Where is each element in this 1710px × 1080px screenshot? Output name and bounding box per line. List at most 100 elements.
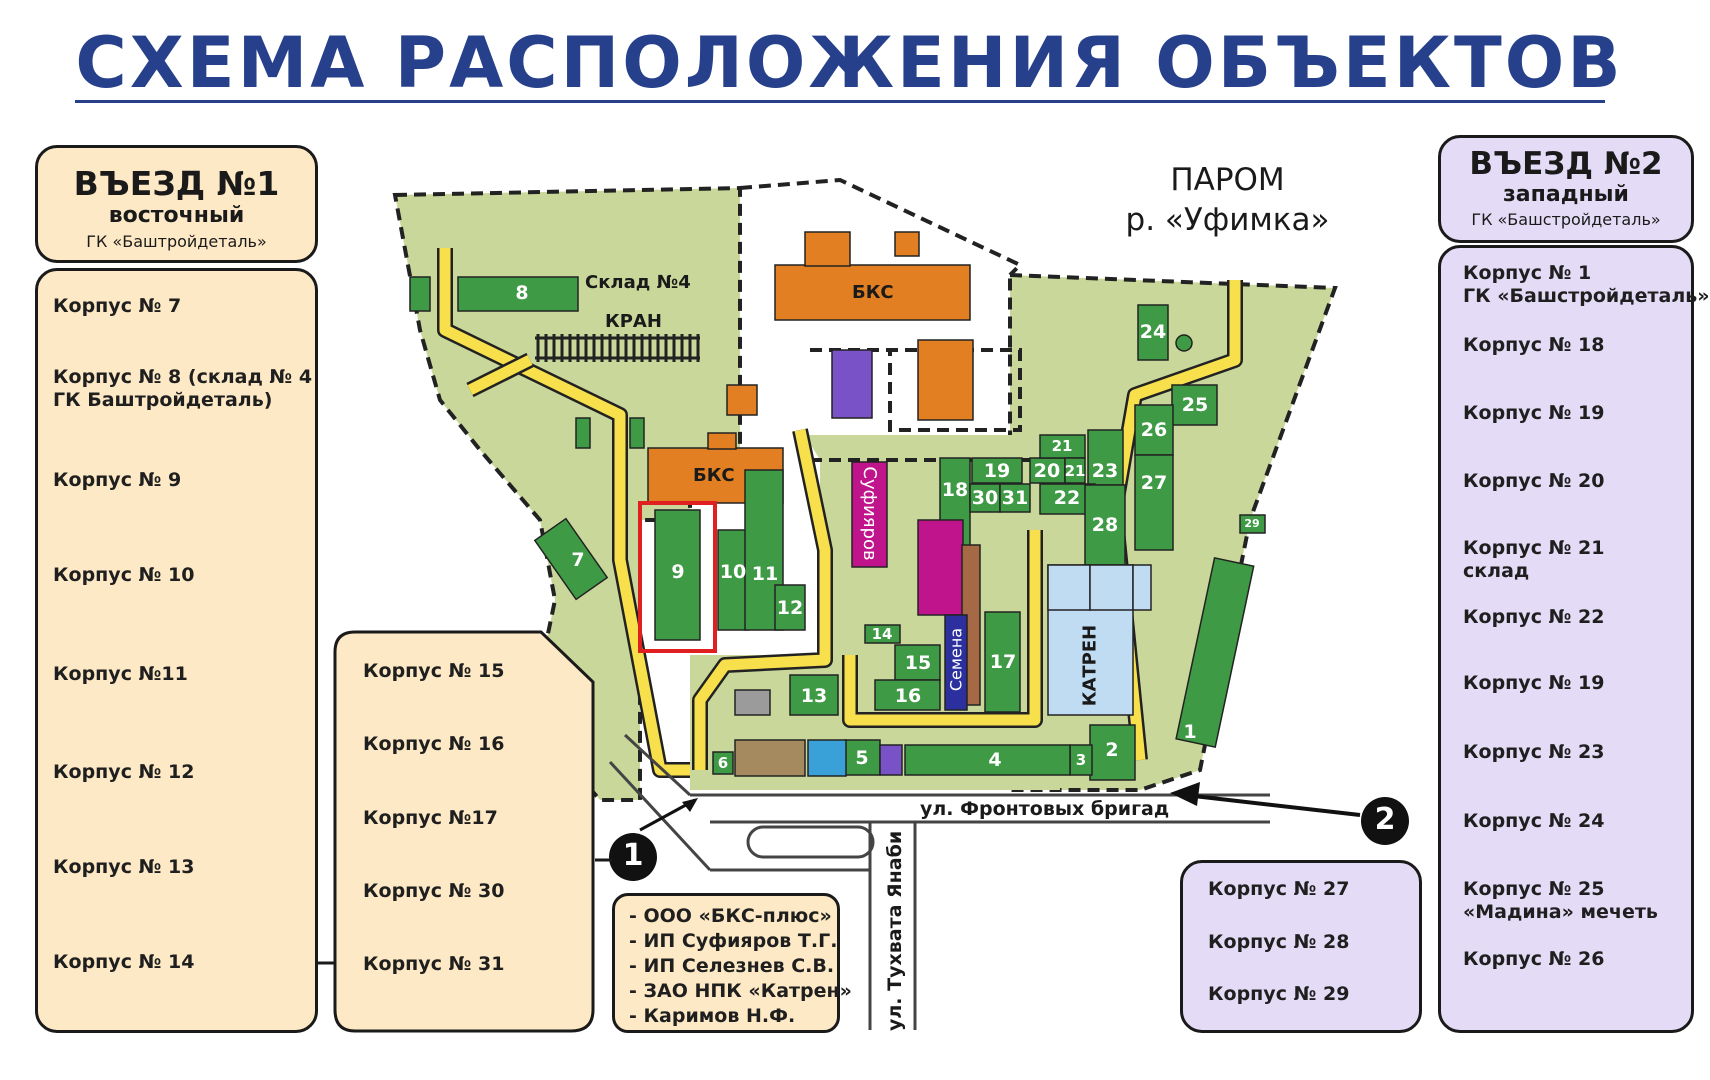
building-list-item[interactable]: Корпус № 24 xyxy=(1463,810,1605,832)
building-list-item[interactable]: Корпус № 9 xyxy=(53,469,182,491)
building-label-26[interactable]: 26 xyxy=(1140,418,1168,441)
building-list-item[interactable]: Корпус №11 xyxy=(53,663,188,685)
building-label-6[interactable]: 6 xyxy=(717,753,729,772)
building-label-2[interactable]: 2 xyxy=(1105,738,1119,761)
building-label-17[interactable]: 17 xyxy=(989,650,1017,673)
entrance-1-list: Корпус № 7 Корпус № 8 (склад № 4 ГК Баштр… xyxy=(35,268,318,1033)
building-label-20[interactable]: 20 xyxy=(1033,459,1061,482)
building-list-item[interactable]: Корпус № 28 xyxy=(1208,931,1350,953)
page-title: СХЕМА РАСПОЛОЖЕНИЯ ОБЪЕКТОВ xyxy=(75,22,1624,104)
building-label-5[interactable]: 5 xyxy=(855,746,869,769)
semena-block xyxy=(944,614,968,711)
building-list-item[interactable]: Корпус № 20 xyxy=(1463,470,1605,492)
katren-top-3 xyxy=(1132,564,1152,611)
organization-item[interactable]: - ЗАО НПК «Катрен» xyxy=(629,980,852,1002)
building-label-22[interactable]: 22 xyxy=(1053,486,1081,509)
arrow-entry-2-head xyxy=(1170,782,1200,806)
map-label-bks-north: БКС xyxy=(852,282,894,303)
building-list-item[interactable]: Корпус № 10 xyxy=(53,564,195,586)
building-label-27[interactable]: 27 xyxy=(1140,471,1168,494)
building-label-30[interactable]: 30 xyxy=(971,486,999,509)
building-17 xyxy=(984,611,1021,713)
building-list-item[interactable]: Корпус № 25 «Мадина» мечеть xyxy=(1463,878,1658,923)
building-label-12[interactable]: 12 xyxy=(776,596,804,619)
building-list-item[interactable]: Корпус № 16 xyxy=(363,733,505,755)
building-15 xyxy=(894,644,941,681)
marker-entry-1-label[interactable]: 1 xyxy=(622,838,644,873)
building-label-25[interactable]: 25 xyxy=(1181,393,1209,416)
building-label-13[interactable]: 13 xyxy=(800,684,828,707)
magenta-block xyxy=(917,519,964,616)
road-branch-fill xyxy=(467,355,533,395)
building-list-item[interactable]: Корпус № 23 xyxy=(1463,741,1605,763)
building-label-4[interactable]: 4 xyxy=(988,748,1002,771)
building-list-item[interactable]: Корпус № 14 xyxy=(53,951,195,973)
building-label-29[interactable]: 29 xyxy=(1244,516,1260,530)
building-list-item[interactable]: Корпус № 15 xyxy=(363,660,505,682)
building-label-15[interactable]: 15 xyxy=(904,651,932,674)
building-7 xyxy=(533,517,609,601)
organizations-list: - ООО «БКС-плюс» - ИП Суфияров Т.Г. - ИП С… xyxy=(629,904,852,1029)
marker-entry-2-label[interactable]: 2 xyxy=(1374,802,1396,837)
building-list-item[interactable]: Корпус № 21 склад xyxy=(1463,537,1605,582)
grey-block xyxy=(734,689,771,716)
building-list-item[interactable]: Корпус № 1 ГК «Башстройдеталь» xyxy=(1463,262,1710,307)
map-label-kran: КРАН xyxy=(605,311,662,332)
building-label-23[interactable]: 23 xyxy=(1091,459,1119,482)
building-list-item[interactable]: Корпус № 13 xyxy=(53,856,195,878)
building-label-3[interactable]: 3 xyxy=(1075,750,1087,769)
street-west-upper xyxy=(623,733,692,797)
katren-top-2 xyxy=(1089,564,1134,611)
building-label-16[interactable]: 16 xyxy=(894,684,922,707)
building-30 xyxy=(969,483,1001,513)
building-label-28[interactable]: 28 xyxy=(1091,513,1119,536)
building-list-item[interactable]: Корпус № 19 xyxy=(1463,672,1605,694)
building-label-19[interactable]: 19 xyxy=(983,459,1011,482)
building-label-10[interactable]: 10 xyxy=(719,560,747,583)
building-label-21a[interactable]: 21 xyxy=(1051,436,1073,455)
organization-item[interactable]: - ИП Селезнев С.В. xyxy=(629,955,835,977)
building-label-18[interactable]: 18 xyxy=(941,478,969,501)
entrance-1-side: восточный xyxy=(108,203,245,228)
building-list-item[interactable]: Корпус № 18 xyxy=(1463,334,1605,356)
building-label-31[interactable]: 31 xyxy=(1001,486,1029,509)
building-label-7[interactable]: 7 xyxy=(571,548,585,571)
building-list-item[interactable]: Корпус № 26 xyxy=(1463,948,1605,970)
building-label-1[interactable]: 1 xyxy=(1183,720,1197,743)
blue-block xyxy=(807,739,847,777)
building-label-11[interactable]: 11 xyxy=(751,562,779,585)
street-label-side[interactable]: ул. Тухвата Янаби xyxy=(884,830,906,1031)
building-list-item[interactable]: Корпус № 30 xyxy=(363,880,505,902)
road-center-fill xyxy=(694,428,831,770)
entrance-2-panel: ВЪЕЗД №2 западный ГК «Башстройдеталь» xyxy=(1438,135,1694,243)
building-6 xyxy=(712,751,734,775)
title-underline xyxy=(75,100,1605,103)
ferry-label-line1: ПАРОМ xyxy=(1170,162,1285,198)
organization-item[interactable]: - ООО «БКС-плюс» xyxy=(629,905,832,927)
katren-top-1 xyxy=(1047,564,1091,611)
building-16 xyxy=(874,679,941,711)
map-label-katren: КАТРЕН xyxy=(1079,624,1101,707)
organization-item[interactable]: - Каримов Н.Ф. xyxy=(629,1005,796,1027)
building-list-item[interactable]: Корпус № 12 xyxy=(53,761,195,783)
building-list-item[interactable]: Корпус № 29 xyxy=(1208,983,1350,1005)
building-list-item[interactable]: Корпус № 22 xyxy=(1463,606,1605,628)
building-21a xyxy=(1039,434,1086,459)
building-label-24[interactable]: 24 xyxy=(1139,320,1167,343)
building-list-item[interactable]: Корпус № 8 (склад № 4 ГК Баштройдеталь) xyxy=(53,366,313,411)
building-label-21b[interactable]: 21 xyxy=(1064,461,1086,480)
building-list-item[interactable]: Корпус № 31 xyxy=(363,953,505,975)
building-list-item[interactable]: Корпус № 7 xyxy=(53,295,182,317)
building-list-item[interactable]: Корпус № 19 xyxy=(1463,402,1605,424)
organization-item[interactable]: - ИП Суфияров Т.Г. xyxy=(629,930,838,952)
bks-south-top xyxy=(707,432,737,450)
building-label-9[interactable]: 9 xyxy=(671,560,685,583)
building-21b xyxy=(1064,457,1086,484)
building-label-8[interactable]: 8 xyxy=(515,281,529,304)
purple-block xyxy=(831,349,873,419)
building-28 xyxy=(1084,484,1126,566)
building-list-item[interactable]: Корпус №17 xyxy=(363,807,498,829)
building-list-item[interactable]: Корпус № 27 xyxy=(1208,878,1350,900)
building-label-14[interactable]: 14 xyxy=(871,624,893,643)
street-label-main[interactable]: ул. Фронтовых бригад xyxy=(920,798,1170,820)
